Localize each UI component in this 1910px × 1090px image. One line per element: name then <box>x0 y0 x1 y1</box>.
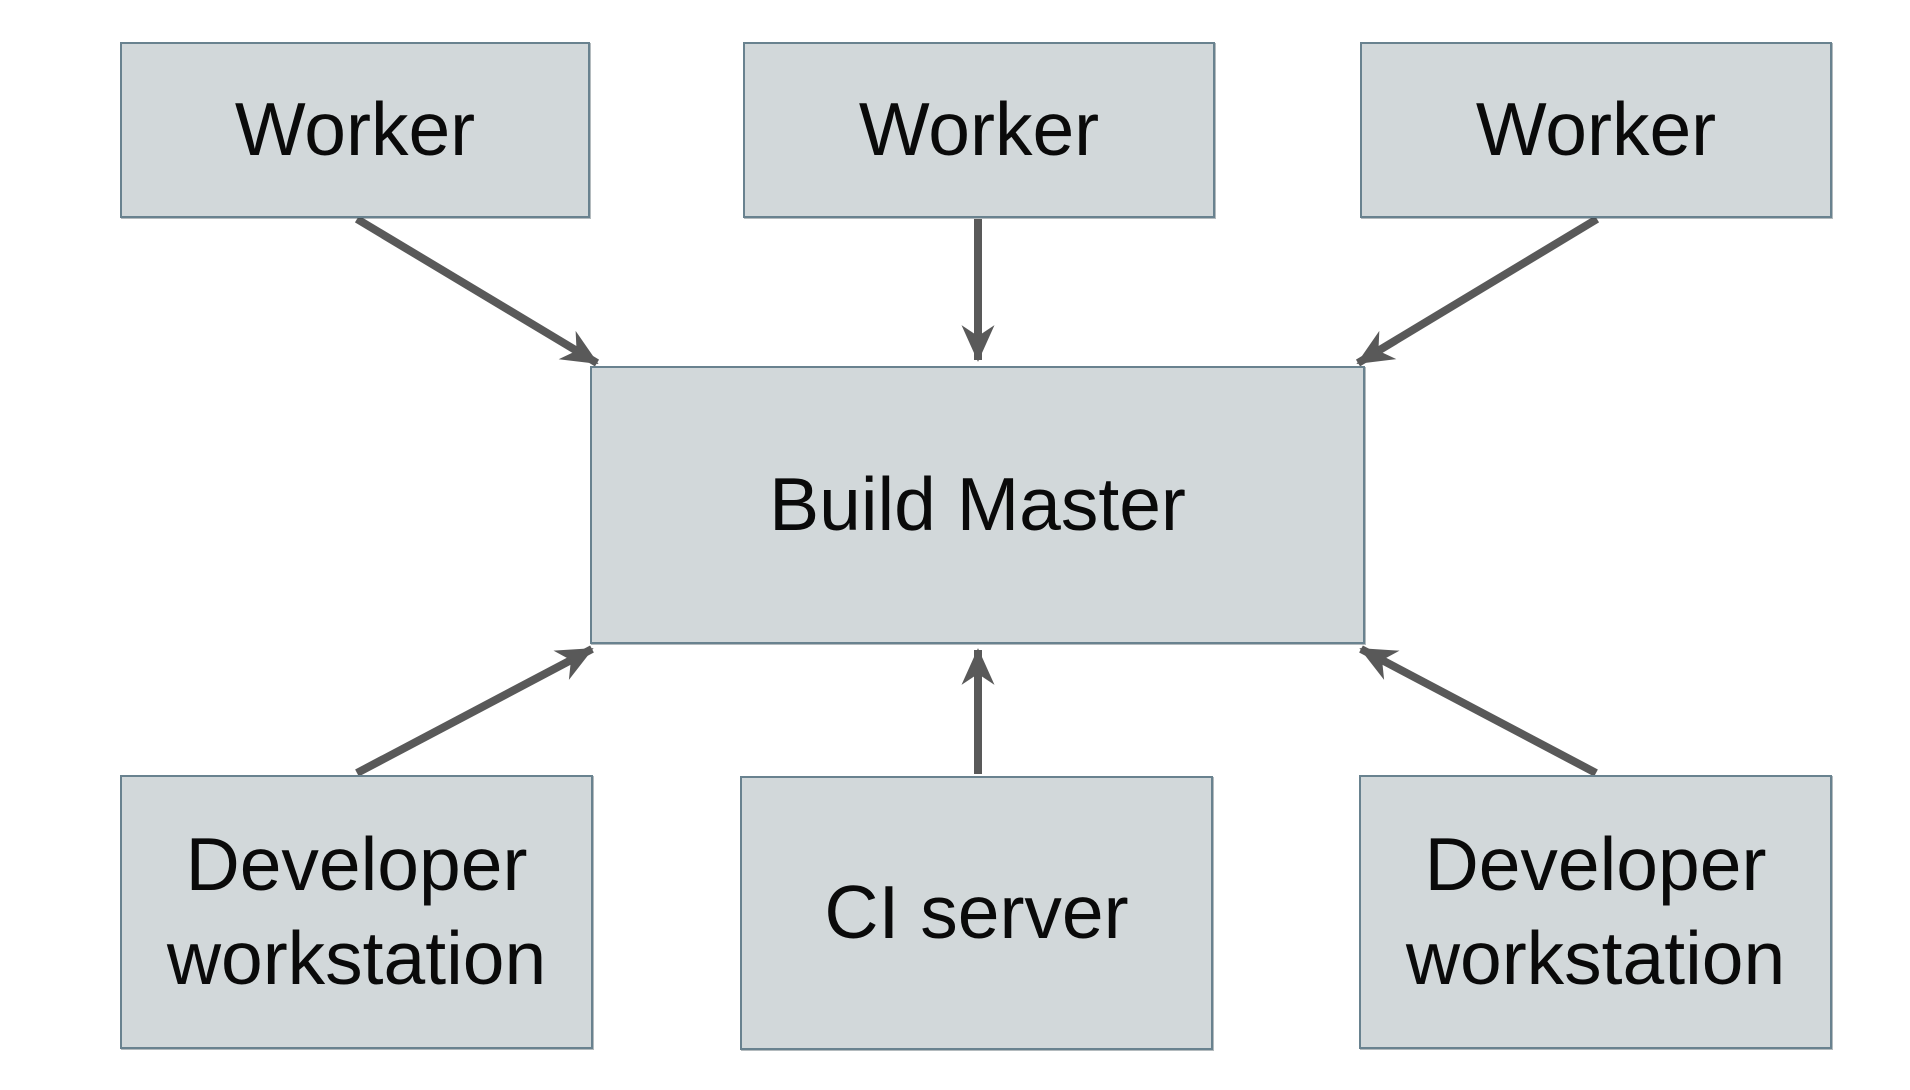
node-worker-3-label: Worker <box>1475 87 1717 172</box>
node-build-master: Build Master <box>590 366 1365 644</box>
node-worker-2: Worker <box>743 42 1215 218</box>
node-worker-2-label: Worker <box>858 87 1100 172</box>
node-developer-workstation-2: Developer workstation <box>1359 775 1832 1049</box>
node-worker-1: Worker <box>120 42 590 218</box>
node-ci-server-label: CI server <box>824 870 1129 955</box>
node-developer-workstation-1: Developer workstation <box>120 775 593 1049</box>
node-ci-server: CI server <box>740 776 1213 1050</box>
node-developer-workstation-2-label: Developer workstation <box>1405 822 1786 1000</box>
node-build-master-label: Build Master <box>769 462 1186 547</box>
edge-worker3-to-buildmaster <box>1355 215 1600 367</box>
edge-devworkstation1-to-buildmaster <box>355 645 594 777</box>
node-worker-3: Worker <box>1360 42 1832 218</box>
edge-devworkstation2-to-buildmaster <box>1359 645 1598 777</box>
node-developer-workstation-1-label: Developer workstation <box>166 822 547 1000</box>
edge-worker1-to-buildmaster <box>354 215 600 367</box>
node-worker-1-label: Worker <box>234 87 476 172</box>
